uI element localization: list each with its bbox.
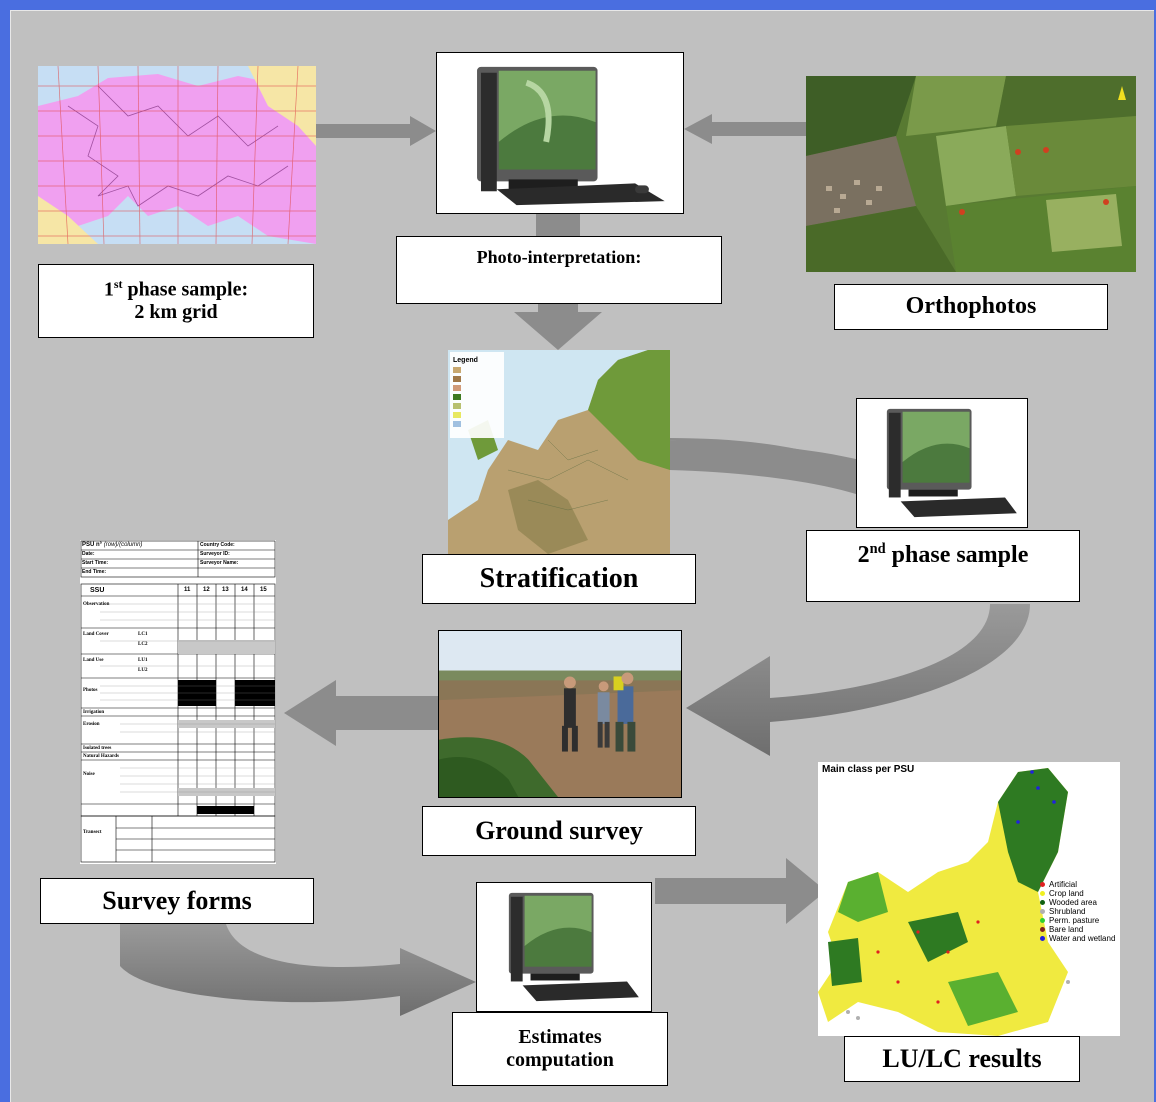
computer-image-estimates	[476, 882, 652, 1012]
legend-dot-icon	[1040, 891, 1045, 896]
form-country-code: Country Code:	[200, 542, 235, 548]
form-section-label: Land Use	[83, 658, 104, 663]
results-legend-item: Perm. pasture	[1040, 916, 1115, 925]
legend-dot-icon	[1040, 918, 1045, 923]
results-legend-item: Shrubland	[1040, 907, 1115, 916]
form-psu: PSU n°	[82, 542, 103, 548]
form-code-label: LU1	[138, 658, 148, 663]
legend-dot-icon	[1040, 882, 1045, 887]
survey-forms-label: Survey forms	[40, 878, 314, 924]
form-surveyor-id: Surveyor ID:	[200, 551, 230, 557]
form-section-label: Irrigation	[83, 710, 105, 715]
form-ssu: SSU	[90, 587, 105, 594]
stratification-label: Stratification	[422, 554, 696, 604]
form-rowcol: (row)/(column)	[103, 542, 143, 548]
strat-legend-title: Legend	[453, 357, 478, 364]
computer-image-second-phase	[856, 398, 1028, 528]
legend-label: Perm. pasture	[1049, 916, 1100, 925]
form-section-label: Noise	[83, 772, 95, 777]
form-section-label: Transect	[83, 830, 102, 835]
form-section-label: Isolated trees	[83, 746, 112, 751]
grid-map-image	[38, 66, 316, 244]
legend-dot-icon	[1040, 936, 1045, 941]
legend-label: Crop land	[1049, 889, 1084, 898]
ground-survey-photo	[438, 630, 682, 798]
results-map-title: Main class per PSU	[822, 764, 915, 775]
form-code-label: LU2	[138, 668, 148, 673]
form-code-label: LC1	[138, 632, 148, 637]
results-legend-item: Artificial	[1040, 880, 1115, 889]
orthophotos-label: Orthophotos	[834, 284, 1108, 330]
lulc-results-label: LU/LC results	[844, 1036, 1080, 1082]
form-col-header: 14	[241, 587, 248, 593]
form-start-time: Start Time:	[82, 560, 109, 566]
form-col-header: 15	[260, 587, 267, 593]
computer-image-photointerp	[436, 52, 684, 214]
form-section-label: Natural Hazards	[83, 754, 119, 759]
legend-label: Wooded area	[1049, 898, 1097, 907]
legend-label: Artificial	[1049, 880, 1078, 889]
survey-form-image: PSU n° (row)/(column) Country Code: Date…	[80, 540, 276, 864]
first-phase-label: 1st phase sample: 2 km grid	[38, 264, 314, 338]
legend-dot-icon	[1040, 909, 1045, 914]
results-legend-item: Water and wetland	[1040, 934, 1115, 943]
form-code-label: LC2	[138, 642, 148, 647]
form-section-label: Erosion	[83, 722, 100, 727]
legend-dot-icon	[1040, 900, 1045, 905]
ground-survey-label: Ground survey	[422, 806, 696, 856]
results-legend-item: Wooded area	[1040, 898, 1115, 907]
legend-label: Water and wetland	[1049, 934, 1116, 943]
form-date: Date:	[82, 551, 95, 557]
orthophoto-image	[806, 76, 1136, 272]
form-end-time: End Time:	[82, 569, 107, 575]
results-legend-item: Bare land	[1040, 925, 1115, 934]
results-legend-item: Crop land	[1040, 889, 1115, 898]
legend-label: Shrubland	[1049, 907, 1086, 916]
legend-dot-icon	[1040, 927, 1045, 932]
form-section-label: Photos	[83, 688, 98, 693]
form-section-label: Observation	[83, 602, 110, 607]
form-section-label: Land Cover	[83, 632, 109, 637]
photo-interpretation-label: Photo-interpretation:	[396, 236, 722, 304]
form-col-header: 11	[184, 587, 191, 593]
form-surveyor-name: Surveyor Name:	[200, 560, 239, 566]
estimates-computation-label: Estimates computation	[452, 1012, 668, 1086]
legend-label: Bare land	[1049, 925, 1084, 934]
form-col-header: 12	[203, 587, 210, 593]
form-col-header: 13	[222, 587, 229, 593]
stratification-map-image: Legend	[448, 350, 670, 554]
second-phase-label: 2nd phase sample	[806, 530, 1080, 602]
